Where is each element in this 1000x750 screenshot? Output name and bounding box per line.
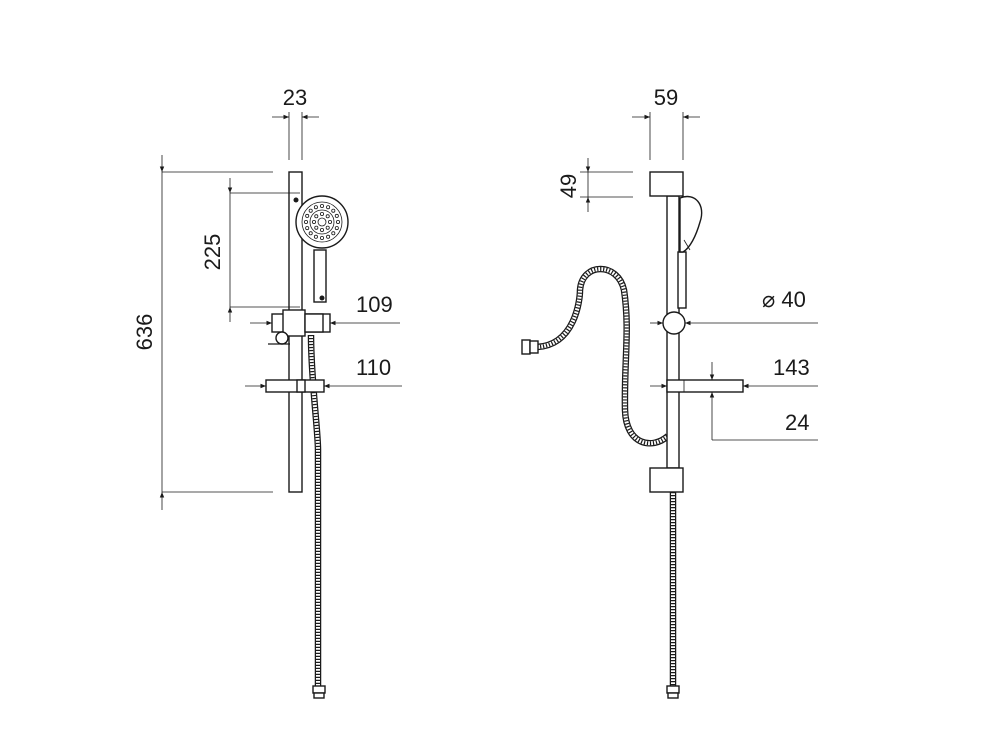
front-hose <box>536 265 671 447</box>
side-hose <box>307 334 322 688</box>
nozzle-dot <box>335 219 340 224</box>
nozzle-dot <box>305 213 310 218</box>
nozzle-dot <box>327 219 332 224</box>
nozzle-dot <box>308 231 313 236</box>
dim-text-overall-height: 636 <box>132 314 157 351</box>
nozzle-dot <box>319 211 324 216</box>
nozzle-dot <box>326 234 331 239</box>
dim-text-bracket-height: 49 <box>556 174 581 198</box>
front-shelf <box>666 379 744 393</box>
nozzle-dot <box>319 203 324 208</box>
front-hose-connector-left <box>521 339 539 355</box>
dim-slider-diameter: ⌀ 40 <box>650 287 818 326</box>
dim-bar-width: 23 <box>272 85 319 160</box>
nozzle-dot <box>313 205 318 210</box>
front-view: 59 49 ⌀ 40 143 24 <box>521 85 818 699</box>
front-hose-connector-bottom <box>666 685 680 699</box>
nozzle-dot <box>308 208 313 213</box>
nozzle-dot <box>334 213 339 218</box>
nozzle-dot <box>314 214 319 219</box>
dim-holder-depth: 109 <box>250 292 400 326</box>
dim-shelf-width: 143 <box>650 355 818 389</box>
dim-text-slider-diameter: ⌀ 40 <box>762 287 806 312</box>
dim-overall-height: 636 <box>132 155 273 510</box>
side-view: 23 636 225 109 <box>132 85 402 699</box>
dim-text-head-distance: 225 <box>200 234 225 271</box>
nozzle-dot <box>326 205 331 210</box>
dim-text-holder-depth: 109 <box>356 292 393 317</box>
front-bottom-bracket <box>649 467 684 493</box>
dim-text-bar-width: 23 <box>283 85 307 110</box>
front-slider <box>662 311 686 335</box>
dim-text-shelf-width: 143 <box>773 355 810 380</box>
dim-text-shelf-depth: 110 <box>356 355 391 380</box>
nozzle-dot <box>303 219 308 224</box>
side-shelf <box>265 379 325 393</box>
side-holder <box>268 309 331 345</box>
dim-shelf-depth: 110 <box>245 355 402 389</box>
nozzle-dot <box>334 226 339 231</box>
nozzle-dot <box>313 234 318 239</box>
nozzle-dot <box>319 227 324 232</box>
side-hose-connector <box>312 685 326 699</box>
dim-head-distance: 225 <box>200 178 300 322</box>
nozzle-dot <box>311 219 316 224</box>
nozzle-dot <box>325 225 330 230</box>
dim-bracket-width: 59 <box>632 85 700 160</box>
dim-text-bracket-width: 59 <box>654 85 678 110</box>
dim-shelf-height: 24 <box>709 362 818 441</box>
nozzle-dot <box>331 208 336 213</box>
front-hand-shower <box>677 195 703 309</box>
nozzle-dot <box>325 214 330 219</box>
nozzle-dot <box>305 226 310 231</box>
nozzle-dot <box>319 235 324 240</box>
front-top-bracket <box>649 171 684 197</box>
nozzle-dot <box>314 225 319 230</box>
nozzle-dot <box>331 231 336 236</box>
dim-text-shelf-height: 24 <box>785 410 809 435</box>
side-shower-head <box>293 195 349 303</box>
dim-bracket-height: 49 <box>556 158 633 212</box>
